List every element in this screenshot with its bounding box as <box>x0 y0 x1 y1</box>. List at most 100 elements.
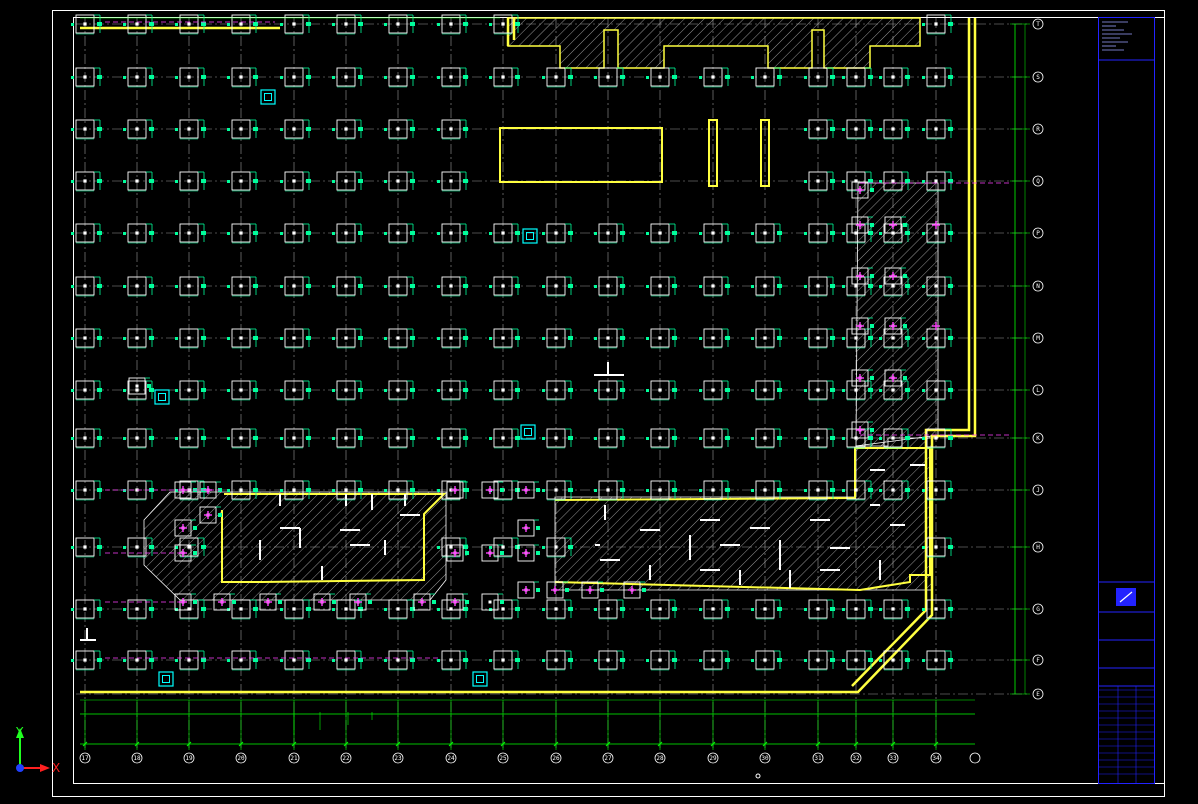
column-grid-bubble[interactable] <box>969 752 981 764</box>
footing[interactable] <box>384 428 415 449</box>
column-grid-bubble[interactable]: 34 <box>930 752 942 764</box>
footing[interactable] <box>384 650 415 671</box>
footing[interactable] <box>123 67 154 88</box>
column-grid-bubble[interactable]: 29 <box>707 752 719 764</box>
sump-pits[interactable] <box>154 89 538 687</box>
footing[interactable] <box>804 67 835 88</box>
footing[interactable] <box>842 480 873 501</box>
footing[interactable] <box>175 650 206 671</box>
footing[interactable] <box>71 276 102 297</box>
footing[interactable] <box>751 650 782 671</box>
footing[interactable] <box>280 428 311 449</box>
footing[interactable] <box>542 480 573 501</box>
footing[interactable] <box>280 480 311 501</box>
footing[interactable] <box>437 223 468 244</box>
column-grid-bubble[interactable]: 19 <box>183 752 195 764</box>
footing[interactable] <box>699 328 730 349</box>
footing[interactable] <box>646 67 677 88</box>
footing[interactable] <box>542 537 573 558</box>
footing[interactable] <box>842 276 873 297</box>
footing[interactable] <box>227 328 258 349</box>
footing[interactable] <box>594 428 625 449</box>
footing[interactable] <box>922 276 953 297</box>
row-grid-bubble[interactable]: G <box>1032 603 1044 615</box>
footing[interactable] <box>280 380 311 401</box>
footing[interactable] <box>922 380 953 401</box>
row-grid-bubble[interactable]: N <box>1032 280 1044 292</box>
footing[interactable] <box>175 599 206 620</box>
footing[interactable] <box>594 380 625 401</box>
footing[interactable] <box>123 480 154 501</box>
footing[interactable] <box>437 119 468 140</box>
footing[interactable] <box>227 480 258 501</box>
footing[interactable] <box>646 480 677 501</box>
footing[interactable] <box>437 328 468 349</box>
footing[interactable] <box>227 650 258 671</box>
column-grid-bubble[interactable]: 28 <box>654 752 666 764</box>
footing[interactable] <box>646 276 677 297</box>
footing[interactable] <box>227 171 258 192</box>
footing[interactable] <box>123 119 154 140</box>
footing[interactable] <box>879 119 910 140</box>
footing[interactable] <box>842 328 873 349</box>
footing[interactable] <box>489 599 520 620</box>
footing[interactable] <box>804 380 835 401</box>
footing[interactable] <box>489 428 520 449</box>
sump-pit[interactable] <box>472 671 488 687</box>
footing[interactable] <box>175 171 206 192</box>
footing[interactable] <box>699 223 730 244</box>
footing[interactable] <box>542 650 573 671</box>
footing[interactable] <box>842 67 873 88</box>
footing[interactable] <box>922 428 953 449</box>
row-grid-bubble[interactable]: Q <box>1032 175 1044 187</box>
row-grid-bubble[interactable]: S <box>1032 71 1044 83</box>
column-grid-bubble[interactable]: 26 <box>550 752 562 764</box>
footing[interactable] <box>751 223 782 244</box>
footing[interactable] <box>922 537 953 558</box>
row-grid-bubble[interactable]: K <box>1032 432 1044 444</box>
column-grid-bubble[interactable]: 20 <box>235 752 247 764</box>
footing[interactable] <box>71 599 102 620</box>
footing[interactable] <box>437 650 468 671</box>
row-grid-bubble[interactable]: L <box>1032 384 1044 396</box>
sump-pit[interactable] <box>522 228 538 244</box>
footing[interactable] <box>71 223 102 244</box>
footing[interactable] <box>489 67 520 88</box>
footing[interactable] <box>332 171 363 192</box>
footing[interactable] <box>542 328 573 349</box>
footing[interactable] <box>879 650 910 671</box>
footing[interactable] <box>594 223 625 244</box>
footing[interactable] <box>804 599 835 620</box>
footing[interactable] <box>384 380 415 401</box>
footing[interactable] <box>71 650 102 671</box>
pile-cap-footings[interactable] <box>71 14 953 671</box>
footing[interactable] <box>751 276 782 297</box>
footing[interactable] <box>594 599 625 620</box>
footing[interactable] <box>922 67 953 88</box>
column-grid-bubble[interactable]: 27 <box>602 752 614 764</box>
footing[interactable] <box>280 119 311 140</box>
footing[interactable] <box>175 119 206 140</box>
footing[interactable] <box>175 328 206 349</box>
footing[interactable] <box>227 67 258 88</box>
column-grid-bubble[interactable]: 21 <box>288 752 300 764</box>
footing[interactable] <box>542 67 573 88</box>
footing[interactable] <box>489 14 520 35</box>
footing[interactable] <box>123 428 154 449</box>
footing[interactable] <box>542 428 573 449</box>
footing[interactable] <box>594 276 625 297</box>
sump-pit[interactable] <box>260 89 276 105</box>
footing[interactable] <box>280 328 311 349</box>
footing[interactable] <box>922 171 953 192</box>
footing[interactable] <box>646 650 677 671</box>
footing[interactable] <box>123 171 154 192</box>
footing[interactable] <box>879 428 910 449</box>
footing[interactable] <box>280 67 311 88</box>
row-grid-bubble[interactable]: E <box>1032 688 1044 700</box>
column-grid-bubble[interactable]: 30 <box>759 752 771 764</box>
footing[interactable] <box>175 428 206 449</box>
footing[interactable] <box>922 328 953 349</box>
